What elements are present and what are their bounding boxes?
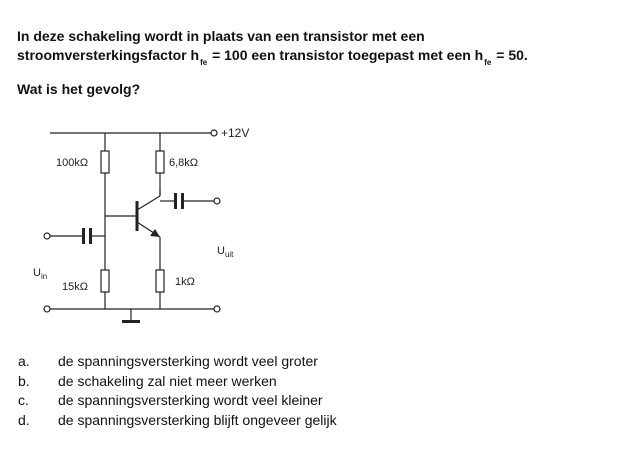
input-capacitor-plate-1 — [82, 228, 85, 244]
r4-label: 1kΩ — [175, 276, 195, 288]
r3-label: 15kΩ — [62, 281, 88, 293]
question-line-2-part-2: = 100 een transistor toegepast met een h — [208, 47, 484, 63]
uuit-label: Uuit — [217, 245, 234, 259]
output-terminal — [213, 197, 221, 205]
r2-resistor — [155, 150, 165, 174]
output-ground-terminal — [213, 305, 221, 313]
input-ground-terminal — [43, 305, 51, 313]
supply-terminal — [210, 129, 218, 137]
answer-text: de spanningsversterking wordt veel klein… — [58, 392, 323, 408]
r1-resistor — [100, 150, 110, 174]
answer-text: de spanningsversterking blijft ongeveer … — [58, 411, 337, 428]
uuit-subscript: uit — [225, 250, 234, 259]
output-capacitor-plate-1 — [174, 193, 177, 209]
question-text: In deze schakeling wordt in plaats van e… — [17, 27, 627, 67]
input-capacitor-plate-2 — [89, 228, 92, 244]
r1-label: 100kΩ — [56, 157, 88, 169]
answer-list: a. de spanningsversterking wordt veel gr… — [18, 352, 337, 430]
question-line-2-part-3: = 50. — [492, 47, 528, 63]
ground-symbol — [122, 320, 140, 323]
answer-text: de schakeling zal niet meer werken — [58, 372, 277, 389]
question-line-1: In deze schakeling wordt in plaats van e… — [17, 28, 425, 44]
hfe-subscript-2: fe — [484, 58, 492, 67]
output-capacitor-plate-2 — [181, 193, 184, 209]
uin-main: U — [33, 267, 41, 279]
answer-key: b. — [18, 372, 30, 389]
emitter-arrow — [150, 229, 160, 237]
question-line-2: stroomversterkingsfactor hfe = 100 een t… — [17, 46, 627, 67]
answer-option[interactable]: a. de spanningsversterking wordt veel gr… — [18, 352, 337, 372]
input-terminal — [43, 232, 51, 240]
r4-resistor — [155, 269, 165, 293]
hfe-subscript-1: fe — [200, 58, 208, 67]
question-line-2-part-1: stroomversterkingsfactor h — [17, 47, 200, 63]
question-prompt: Wat is het gevolg? — [17, 81, 141, 97]
answer-key: c. — [18, 392, 29, 408]
answer-text: de spanningsversterking wordt veel grote… — [58, 353, 318, 369]
uin-subscript: in — [41, 272, 47, 281]
answer-option[interactable]: c. de spanningsversterking wordt veel kl… — [18, 391, 337, 411]
uin-label: Uin — [33, 267, 47, 281]
supply-label: +12V — [221, 126, 249, 140]
r2-label: 6,8kΩ — [169, 157, 198, 169]
answer-option[interactable]: b. de schakeling zal niet meer werken — [18, 372, 337, 392]
transistor-collector — [136, 195, 161, 211]
uuit-main: U — [217, 245, 225, 257]
answer-key: a. — [18, 353, 30, 369]
answer-option[interactable]: d. de spanningsversterking blijft ongeve… — [18, 411, 337, 431]
r3-resistor — [100, 269, 110, 293]
answer-key: d. — [18, 411, 30, 428]
